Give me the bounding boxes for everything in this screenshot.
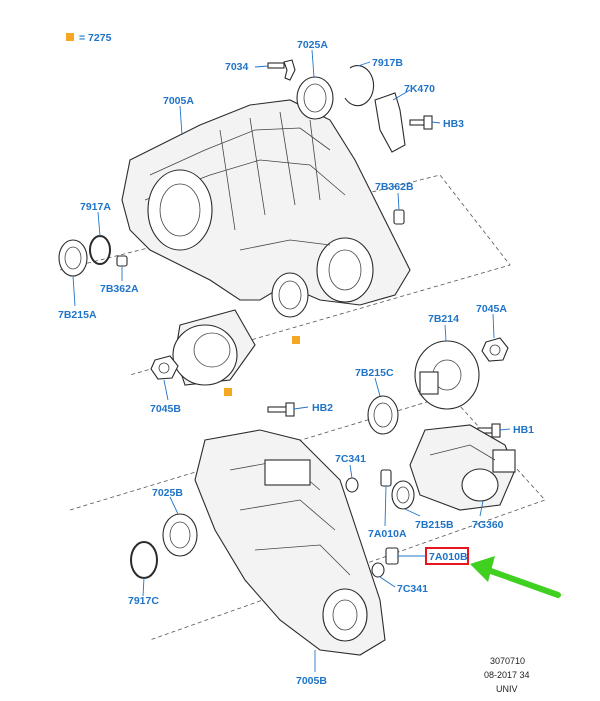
front-seal[interactable] [296, 76, 334, 120]
snap-ring-upper[interactable] [344, 65, 375, 107]
label-7005A: 7005A [163, 95, 194, 107]
upper-dashed-boundary [59, 174, 511, 376]
label-7034: 7034 [225, 61, 249, 73]
actuator-motor[interactable] [409, 424, 516, 511]
label-7917A: 7917A [80, 201, 111, 213]
label-HB3: HB3 [443, 118, 464, 130]
label-7045A: 7045A [476, 303, 507, 315]
label-7B215C: 7B215C [355, 367, 394, 379]
dowel-left[interactable] [116, 255, 128, 267]
label-7C341-upper: 7C341 [335, 453, 366, 465]
bearing-seal-mid[interactable] [271, 272, 309, 318]
footer-univ: UNIV [496, 684, 518, 694]
label-7B215A: 7B215A [58, 309, 97, 321]
label-7B362B: 7B362B [375, 181, 414, 193]
rear-case-housing[interactable] [194, 429, 386, 656]
bolt-hb3[interactable] [409, 115, 433, 130]
label-7A010A: 7A010A [368, 528, 407, 540]
washer-upper[interactable] [345, 477, 359, 493]
output-flange[interactable] [414, 340, 480, 410]
label-7K470: 7K470 [404, 83, 435, 95]
footer-id: 3070710 [490, 656, 525, 666]
legend-text: = 7275 [79, 32, 112, 44]
nut-right[interactable] [481, 337, 509, 362]
washer-lower[interactable] [371, 562, 385, 578]
label-7G360: 7G360 [472, 519, 504, 531]
accent-marker-upper [292, 336, 300, 344]
leader-lines [72, 49, 511, 672]
label-7C341-lower: 7C341 [397, 583, 428, 595]
label-HB2: HB2 [312, 402, 333, 414]
seal-center[interactable] [367, 395, 399, 435]
highlight-box [425, 547, 469, 565]
dowel-upper[interactable] [393, 209, 405, 225]
label-7045B: 7045B [150, 403, 181, 415]
label-7B362A: 7B362A [100, 283, 139, 295]
snap-ring-lower[interactable] [130, 541, 158, 579]
label-7917C: 7917C [128, 595, 159, 607]
front-case-housing[interactable] [121, 99, 411, 306]
rear-seal[interactable] [162, 513, 198, 557]
label-7917B: 7917B [372, 57, 403, 69]
label-HB1: HB1 [513, 424, 534, 436]
seal-left[interactable] [58, 239, 88, 277]
flange-drum[interactable] [172, 309, 256, 386]
seal-lower-right[interactable] [391, 480, 415, 510]
label-7025A: 7025A [297, 39, 328, 51]
label-7B214: 7B214 [428, 313, 459, 325]
label-7025B: 7025B [152, 487, 183, 499]
snap-ring-left[interactable] [89, 235, 111, 265]
bracket[interactable] [374, 92, 406, 153]
label-7B215B: 7B215B [415, 519, 454, 531]
bolt-hb2[interactable] [267, 402, 295, 417]
accent-marker-lower [224, 388, 232, 396]
vent-fitting[interactable] [267, 59, 296, 81]
legend-marker [66, 33, 74, 41]
footer-date: 08-2017 34 [484, 670, 530, 680]
plug-lower-highlighted[interactable] [385, 547, 399, 565]
plug-upper[interactable] [380, 469, 392, 487]
label-7005B: 7005B [296, 675, 327, 687]
nut-lower-left[interactable] [150, 355, 179, 380]
label-7A010B: 7A010B [429, 551, 468, 563]
green-pointer-arrow [470, 556, 561, 598]
